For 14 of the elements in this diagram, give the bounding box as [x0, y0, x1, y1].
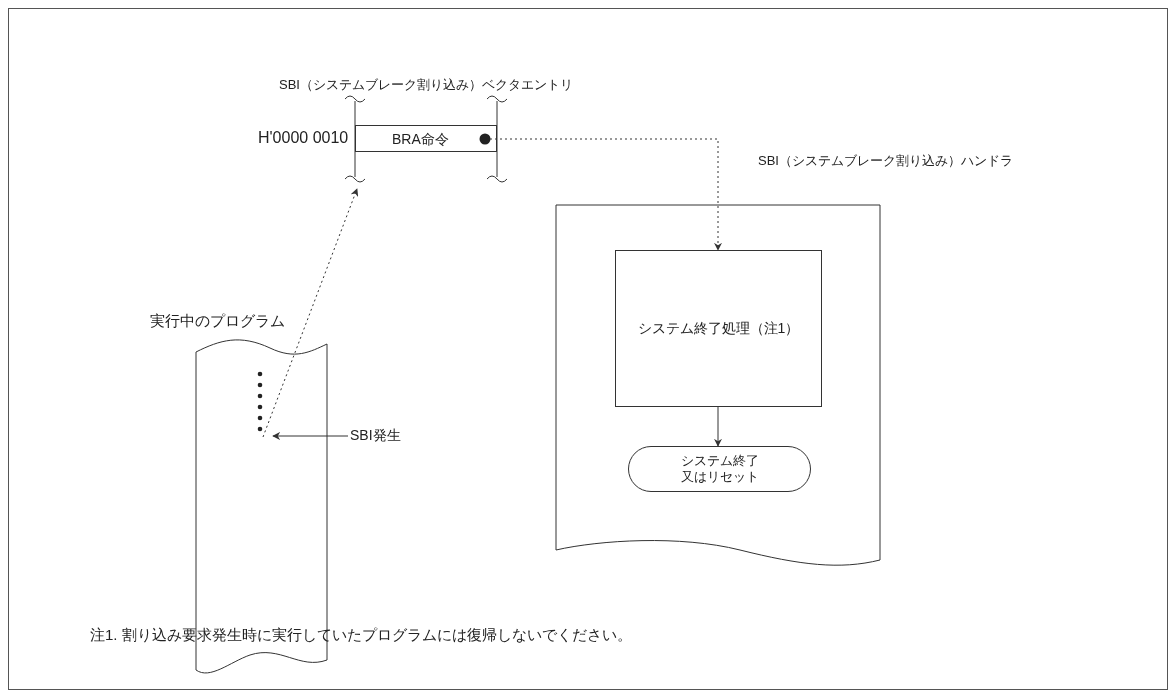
instruction-text: BRA命令	[392, 131, 449, 149]
vector-entry-box	[355, 125, 497, 152]
terminal-shape: システム終了又はリセット	[628, 446, 811, 492]
event-label: SBI発生	[350, 427, 414, 445]
arrow	[714, 406, 722, 447]
arrow	[272, 432, 349, 440]
process-box: システム終了処理（注1）	[615, 250, 822, 407]
heading-text: SBI（システムブレーク割り込み）ベクタエントリ	[278, 76, 574, 94]
address-label: H'0000 0010	[258, 129, 349, 147]
arrow	[262, 188, 359, 438]
heading-text: 実行中のプログラム	[150, 312, 285, 331]
heading-text: SBI（システムブレーク割り込み）ハンドラ	[758, 152, 1013, 170]
arrow	[489, 138, 722, 251]
footnote-text: 注1. 割り込み要求発生時に実行していたプログラムには復帰しないでください。	[90, 626, 632, 645]
